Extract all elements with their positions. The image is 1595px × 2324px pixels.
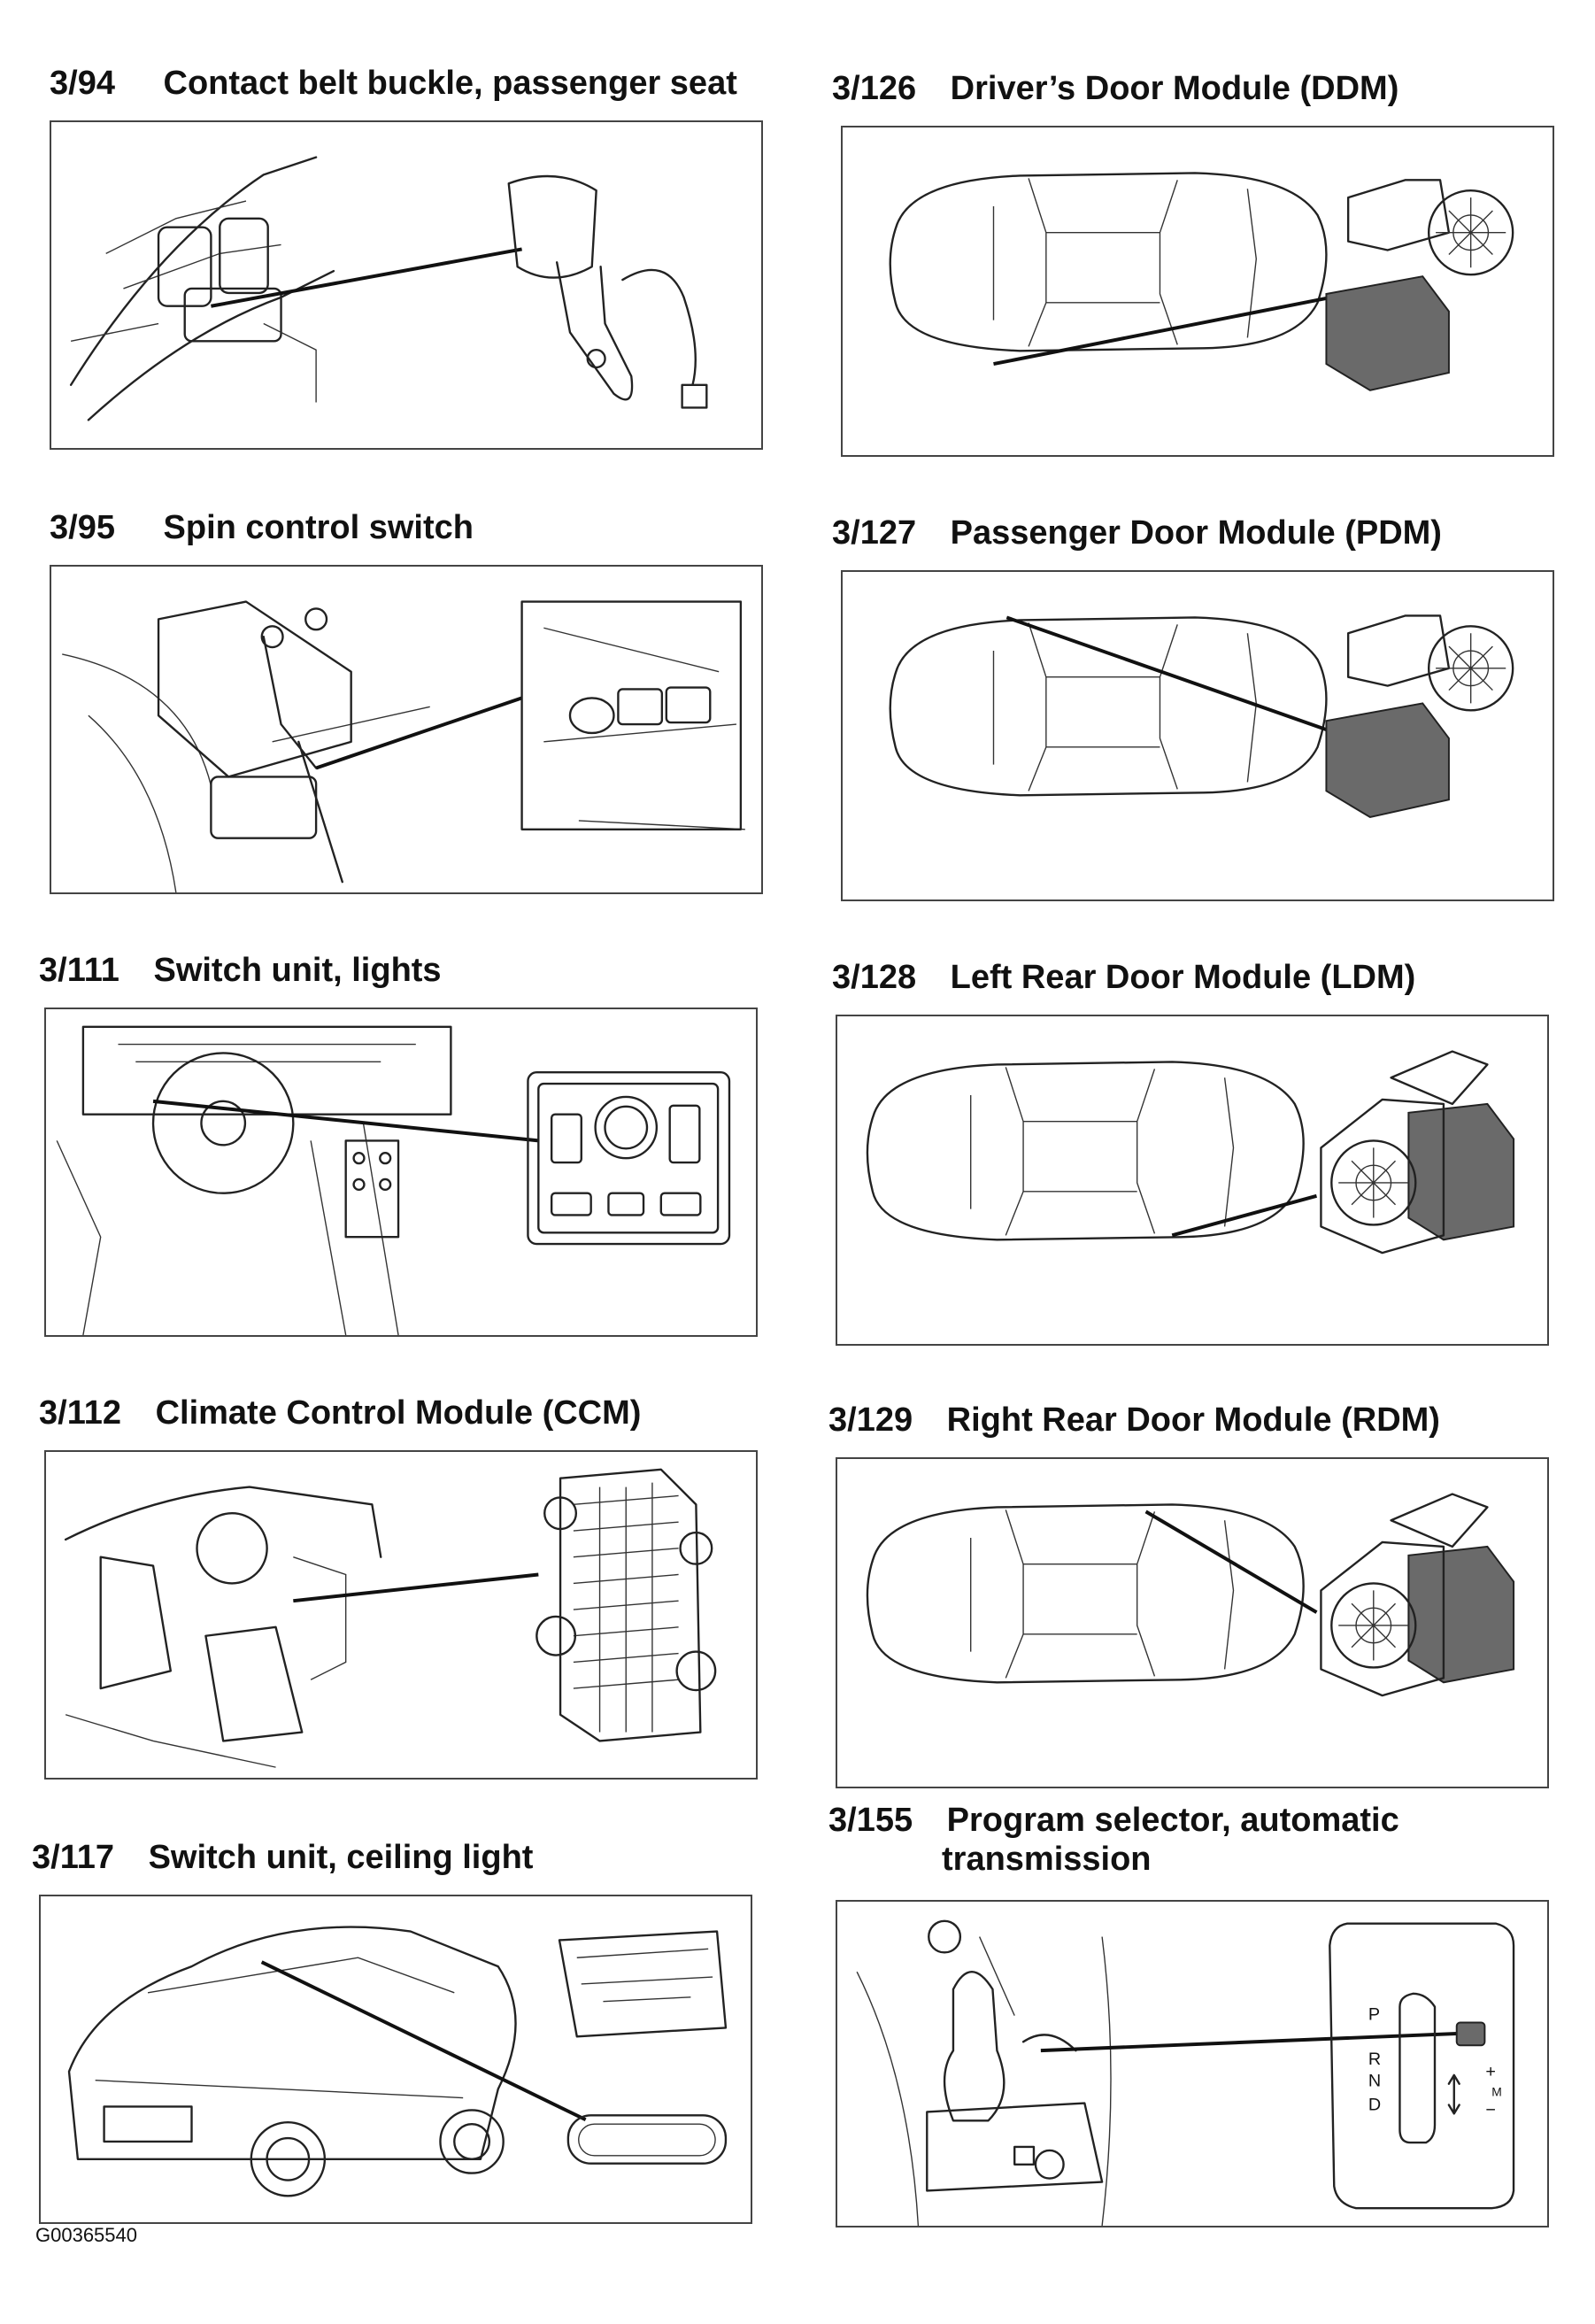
component-number: 3/117 xyxy=(32,1839,114,1876)
component-title: Switch unit, lights xyxy=(153,952,442,989)
ceiling-light-drawing xyxy=(67,1926,728,2197)
selector-mode-m: M xyxy=(1491,2085,1502,2099)
caption-3-112: 3/112 Climate Control Module (CCM) xyxy=(39,1394,641,1432)
spin-control-drawing xyxy=(62,600,745,892)
caption-3-129: 3/129 Right Rear Door Module (RDM) xyxy=(828,1401,1440,1440)
caption-3-126: 3/126 Driver’s Door Module (DDM) xyxy=(832,69,1399,108)
figure-id: G00365540 xyxy=(35,2224,137,2246)
component-title: Contact belt buckle, passenger seat xyxy=(163,65,737,102)
ddm-drawing xyxy=(889,172,1514,391)
illustration-left-rear-door-module xyxy=(836,1015,1549,1346)
illustration-belt-buckle xyxy=(50,120,763,450)
illustration-program-selector: P R N D + M − xyxy=(836,1900,1549,2227)
component-number: 3/112 xyxy=(39,1394,121,1432)
component-title: Driver’s Door Module (DDM) xyxy=(950,70,1399,107)
selector-mode-plus: + xyxy=(1485,2062,1496,2081)
program-selector-drawing: P R N D + M − xyxy=(856,1919,1515,2226)
component-number: 3/111 xyxy=(39,952,119,989)
illustration-light-switch xyxy=(44,1008,758,1337)
illustration-climate-module xyxy=(44,1450,758,1780)
selector-label-n: N xyxy=(1368,2072,1381,2091)
component-number: 3/129 xyxy=(828,1401,913,1439)
ldm-drawing xyxy=(866,1050,1515,1255)
light-switch-drawing xyxy=(56,1025,731,1335)
selector-mode-minus: − xyxy=(1485,2100,1496,2119)
illustration-spin-control xyxy=(50,565,763,894)
component-number: 3/155 xyxy=(828,1802,913,1839)
pdm-drawing xyxy=(889,614,1514,819)
caption-3-111: 3/111 Switch unit, lights xyxy=(39,951,442,990)
caption-3-155: 3/155 Program selector, automatic xyxy=(828,1801,1399,1840)
illustration-passenger-door-module xyxy=(841,570,1554,901)
component-number: 3/94 xyxy=(50,65,115,102)
caption-3-95: 3/95 Spin control switch xyxy=(50,508,474,547)
illustration-ceiling-light-switch xyxy=(39,1895,752,2224)
caption-3-117: 3/117 Switch unit, ceiling light xyxy=(32,1838,533,1877)
component-number: 3/126 xyxy=(832,70,917,107)
component-title: Right Rear Door Module (RDM) xyxy=(946,1401,1440,1439)
caption-3-155-line2: transmission xyxy=(942,1840,1152,1879)
caption-3-94: 3/94 Contact belt buckle, passenger seat xyxy=(50,64,737,103)
component-title-line2: transmission xyxy=(942,1841,1152,1878)
selector-label-d: D xyxy=(1368,2095,1381,2114)
component-title: Passenger Door Module (PDM) xyxy=(950,514,1442,552)
illustration-driver-door-module xyxy=(841,126,1554,457)
component-title: Spin control switch xyxy=(163,509,474,546)
component-title: Left Rear Door Module (LDM) xyxy=(950,959,1416,996)
climate-module-drawing xyxy=(64,1468,717,1768)
selector-label-r: R xyxy=(1368,2050,1381,2069)
illustration-right-rear-door-module xyxy=(836,1457,1549,1788)
rdm-drawing xyxy=(866,1493,1515,1697)
component-number: 3/128 xyxy=(832,959,917,996)
component-number: 3/127 xyxy=(832,514,917,552)
component-title: Program selector, automatic xyxy=(946,1802,1399,1839)
caption-3-128: 3/128 Left Rear Door Module (LDM) xyxy=(832,958,1415,997)
component-title: Climate Control Module (CCM) xyxy=(155,1394,642,1432)
caption-3-127: 3/127 Passenger Door Module (PDM) xyxy=(832,513,1442,552)
component-number: 3/95 xyxy=(50,509,115,546)
belt-buckle-drawing xyxy=(69,156,708,421)
component-title: Switch unit, ceiling light xyxy=(148,1839,534,1876)
selector-label-p: P xyxy=(1368,2005,1380,2025)
